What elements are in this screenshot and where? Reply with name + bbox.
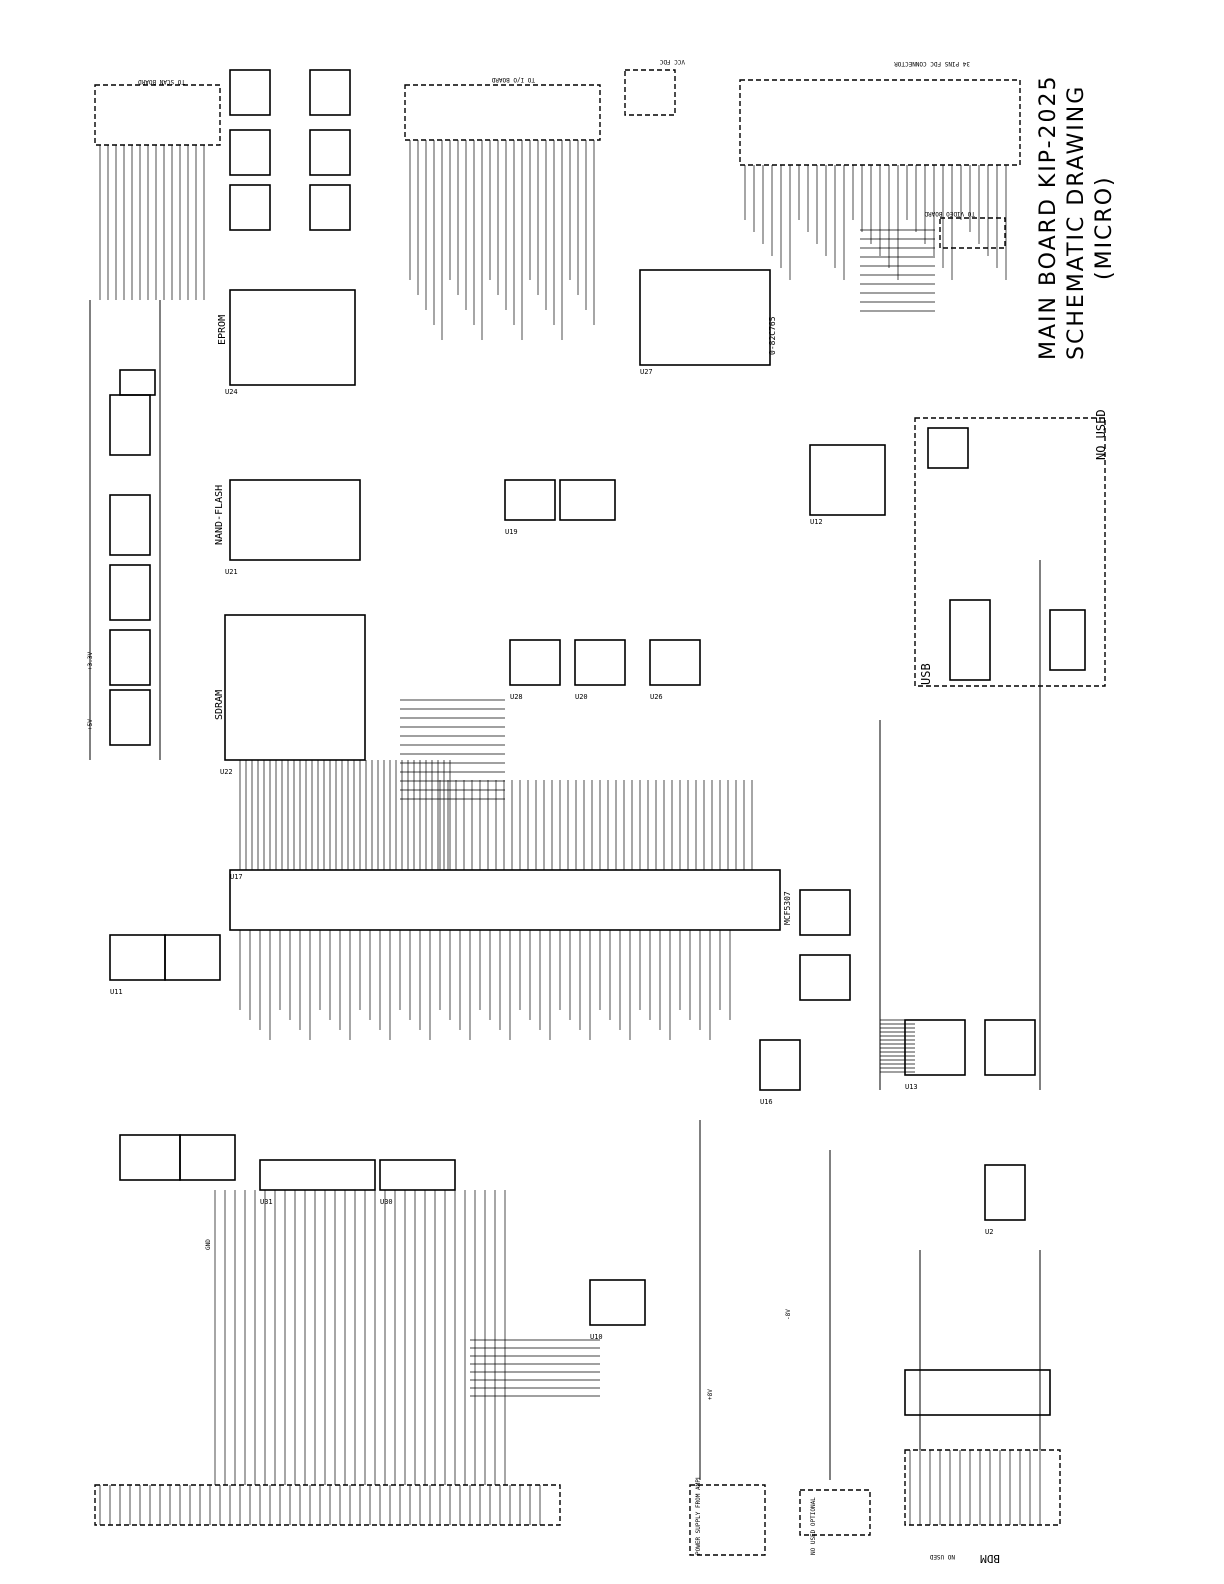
chip-ref-u2: U2 — [985, 1228, 993, 1236]
chip-ref-u20: U20 — [575, 693, 588, 701]
chip-74vhct245-u30 — [379, 1159, 456, 1191]
chip-ref-u13: U13 — [905, 1083, 918, 1091]
scan-board-label: TO SCAN BOARD — [138, 78, 185, 85]
optional-connector: NO USED OPTIONAL — [799, 1489, 871, 1555]
chip-ref-u17: U17 — [230, 873, 243, 881]
bdm-note: NO USED — [929, 1553, 955, 1560]
video-board-connector: TO VIDEO BOARD — [924, 210, 1006, 249]
vcc-fdc-connector: VCC FDC — [624, 58, 685, 116]
chip-ref-u21: U21 — [225, 568, 238, 576]
rail-8v: +8V — [707, 1389, 714, 1400]
chip-logic-stack-left — [109, 369, 156, 746]
video-board-label: TO VIDEO BOARD — [924, 210, 975, 217]
scan-board-connector: TO SCAN BOARD — [94, 78, 221, 146]
chip-ref-u30: U30 — [380, 1198, 393, 1206]
rail-5v-left: +5V — [87, 719, 94, 730]
chip-ref-u22: U22 — [220, 768, 233, 776]
bottom-connector-left — [94, 1484, 561, 1526]
chip-ref-u16: U16 — [760, 1098, 773, 1106]
wire-network — [89, 140, 1041, 1525]
chip-74lvx3245 — [904, 1019, 1036, 1076]
chip-bdm-header — [904, 1369, 1051, 1416]
chip-nand-flash: NAND-FLASH — [214, 479, 361, 561]
title-line-2: SCHEMATIC DRAWING — [1064, 85, 1089, 360]
chip-ref-u26: U26 — [650, 693, 663, 701]
title-line-1: MAIN BOARD KIP-2025 — [1036, 75, 1061, 361]
io-board-connector: TO I/O BOARD — [404, 76, 601, 141]
chip-cpu-mcf5307: MCF5307 — [229, 869, 792, 931]
title-line-3: (MICRO) — [1092, 175, 1117, 280]
chip-fdc-label: 0-82C765 — [768, 316, 777, 355]
usb-block: NO USED USB — [914, 409, 1108, 687]
rail-3v3-left: +3.3V — [87, 652, 94, 670]
chip-ref-u24: U24 — [225, 388, 238, 396]
vcc-fdc-label: VCC FDC — [659, 58, 685, 65]
io-board-label: TO I/O BOARD — [491, 76, 535, 83]
chip-regulator — [984, 1164, 1026, 1221]
power-rail-labels: +3.3V +5V GND +8V -8V — [87, 652, 792, 1400]
title-block: MAIN BOARD KIP-2025 SCHEMATIC DRAWING (M… — [1036, 75, 1117, 361]
chip-eprom: EPROM — [217, 289, 356, 386]
rail-gnd: GND — [205, 1239, 212, 1250]
chip-fdc-82c765: 0-82C765 — [639, 269, 777, 366]
chip-nand-label: NAND-FLASH — [214, 485, 225, 545]
chip-ref-u19: U19 — [505, 528, 518, 536]
chip-logic-stack-top — [229, 69, 351, 231]
power-connector: POWER SUPPLY FROM AMPL — [689, 1475, 766, 1556]
usb-label: USB — [919, 663, 933, 685]
chip-ref-u27: U27 — [640, 368, 653, 376]
chip-74vhct245-u31 — [259, 1159, 376, 1191]
rail-minus-8v: -8V — [785, 1309, 792, 1320]
chip-ref-u12: U12 — [810, 518, 823, 526]
chip-ref-u10: U10 — [590, 1333, 603, 1341]
fdc-label: 34 PINS FDC CONNECTOR — [894, 60, 970, 67]
chip-74lvhc374 — [809, 444, 886, 516]
usb-note: NO USED — [1094, 409, 1108, 460]
fdc-connector: 34 PINS FDC CONNECTOR — [739, 60, 1021, 166]
chip-sdram-label: SDRAM — [214, 690, 225, 720]
chip-74vhct244-group — [109, 479, 851, 1326]
bdm-connector: BDM NO USED — [904, 1449, 1061, 1565]
chip-eprom-label: EPROM — [217, 315, 228, 345]
power-label: POWER SUPPLY FROM AMPL — [695, 1475, 702, 1555]
chip-ref-u11: U11 — [110, 988, 123, 996]
chip-cpu-label: MCF5307 — [783, 891, 792, 925]
chip-ref-u28: U28 — [510, 693, 523, 701]
chip-max811 — [759, 1039, 801, 1091]
chip-sdram: SDRAM — [214, 614, 366, 761]
optional-label: NO USED OPTIONAL — [810, 1497, 817, 1555]
bdm-label: BDM — [980, 1552, 1000, 1565]
chip-ref-u31: U31 — [260, 1198, 273, 1206]
